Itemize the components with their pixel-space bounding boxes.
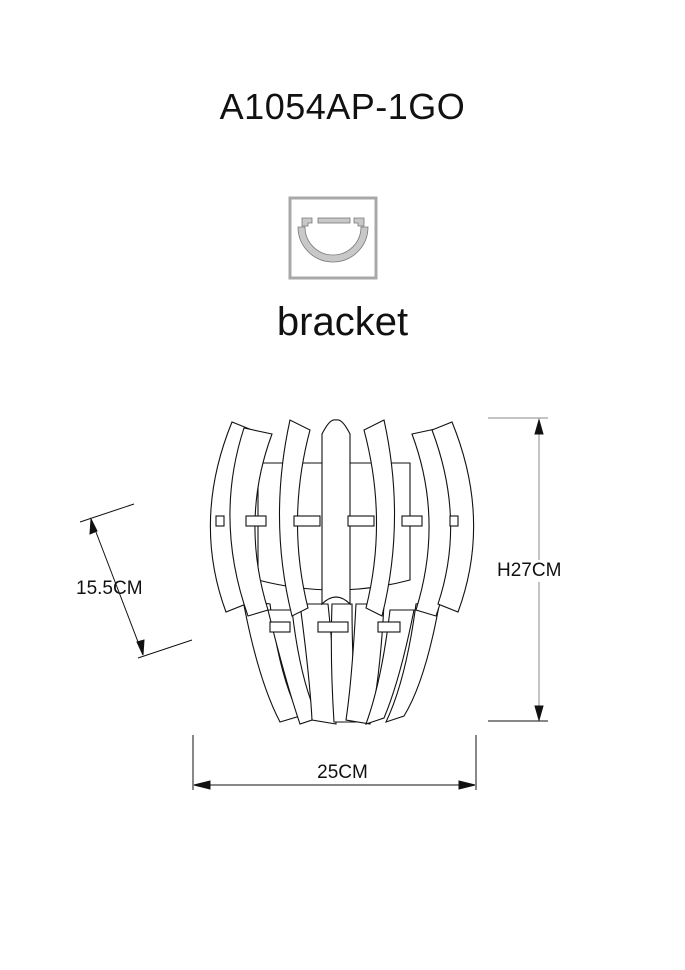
depth-dimension-label: 15.5CM xyxy=(76,578,143,599)
height-dimension-label: H27CM xyxy=(496,560,563,582)
bracket-label: bracket xyxy=(276,300,409,344)
bracket-icon xyxy=(288,196,378,280)
model-number-title: A1054AP-1GO xyxy=(219,86,466,127)
width-dimension-label: 25CM xyxy=(317,762,368,783)
